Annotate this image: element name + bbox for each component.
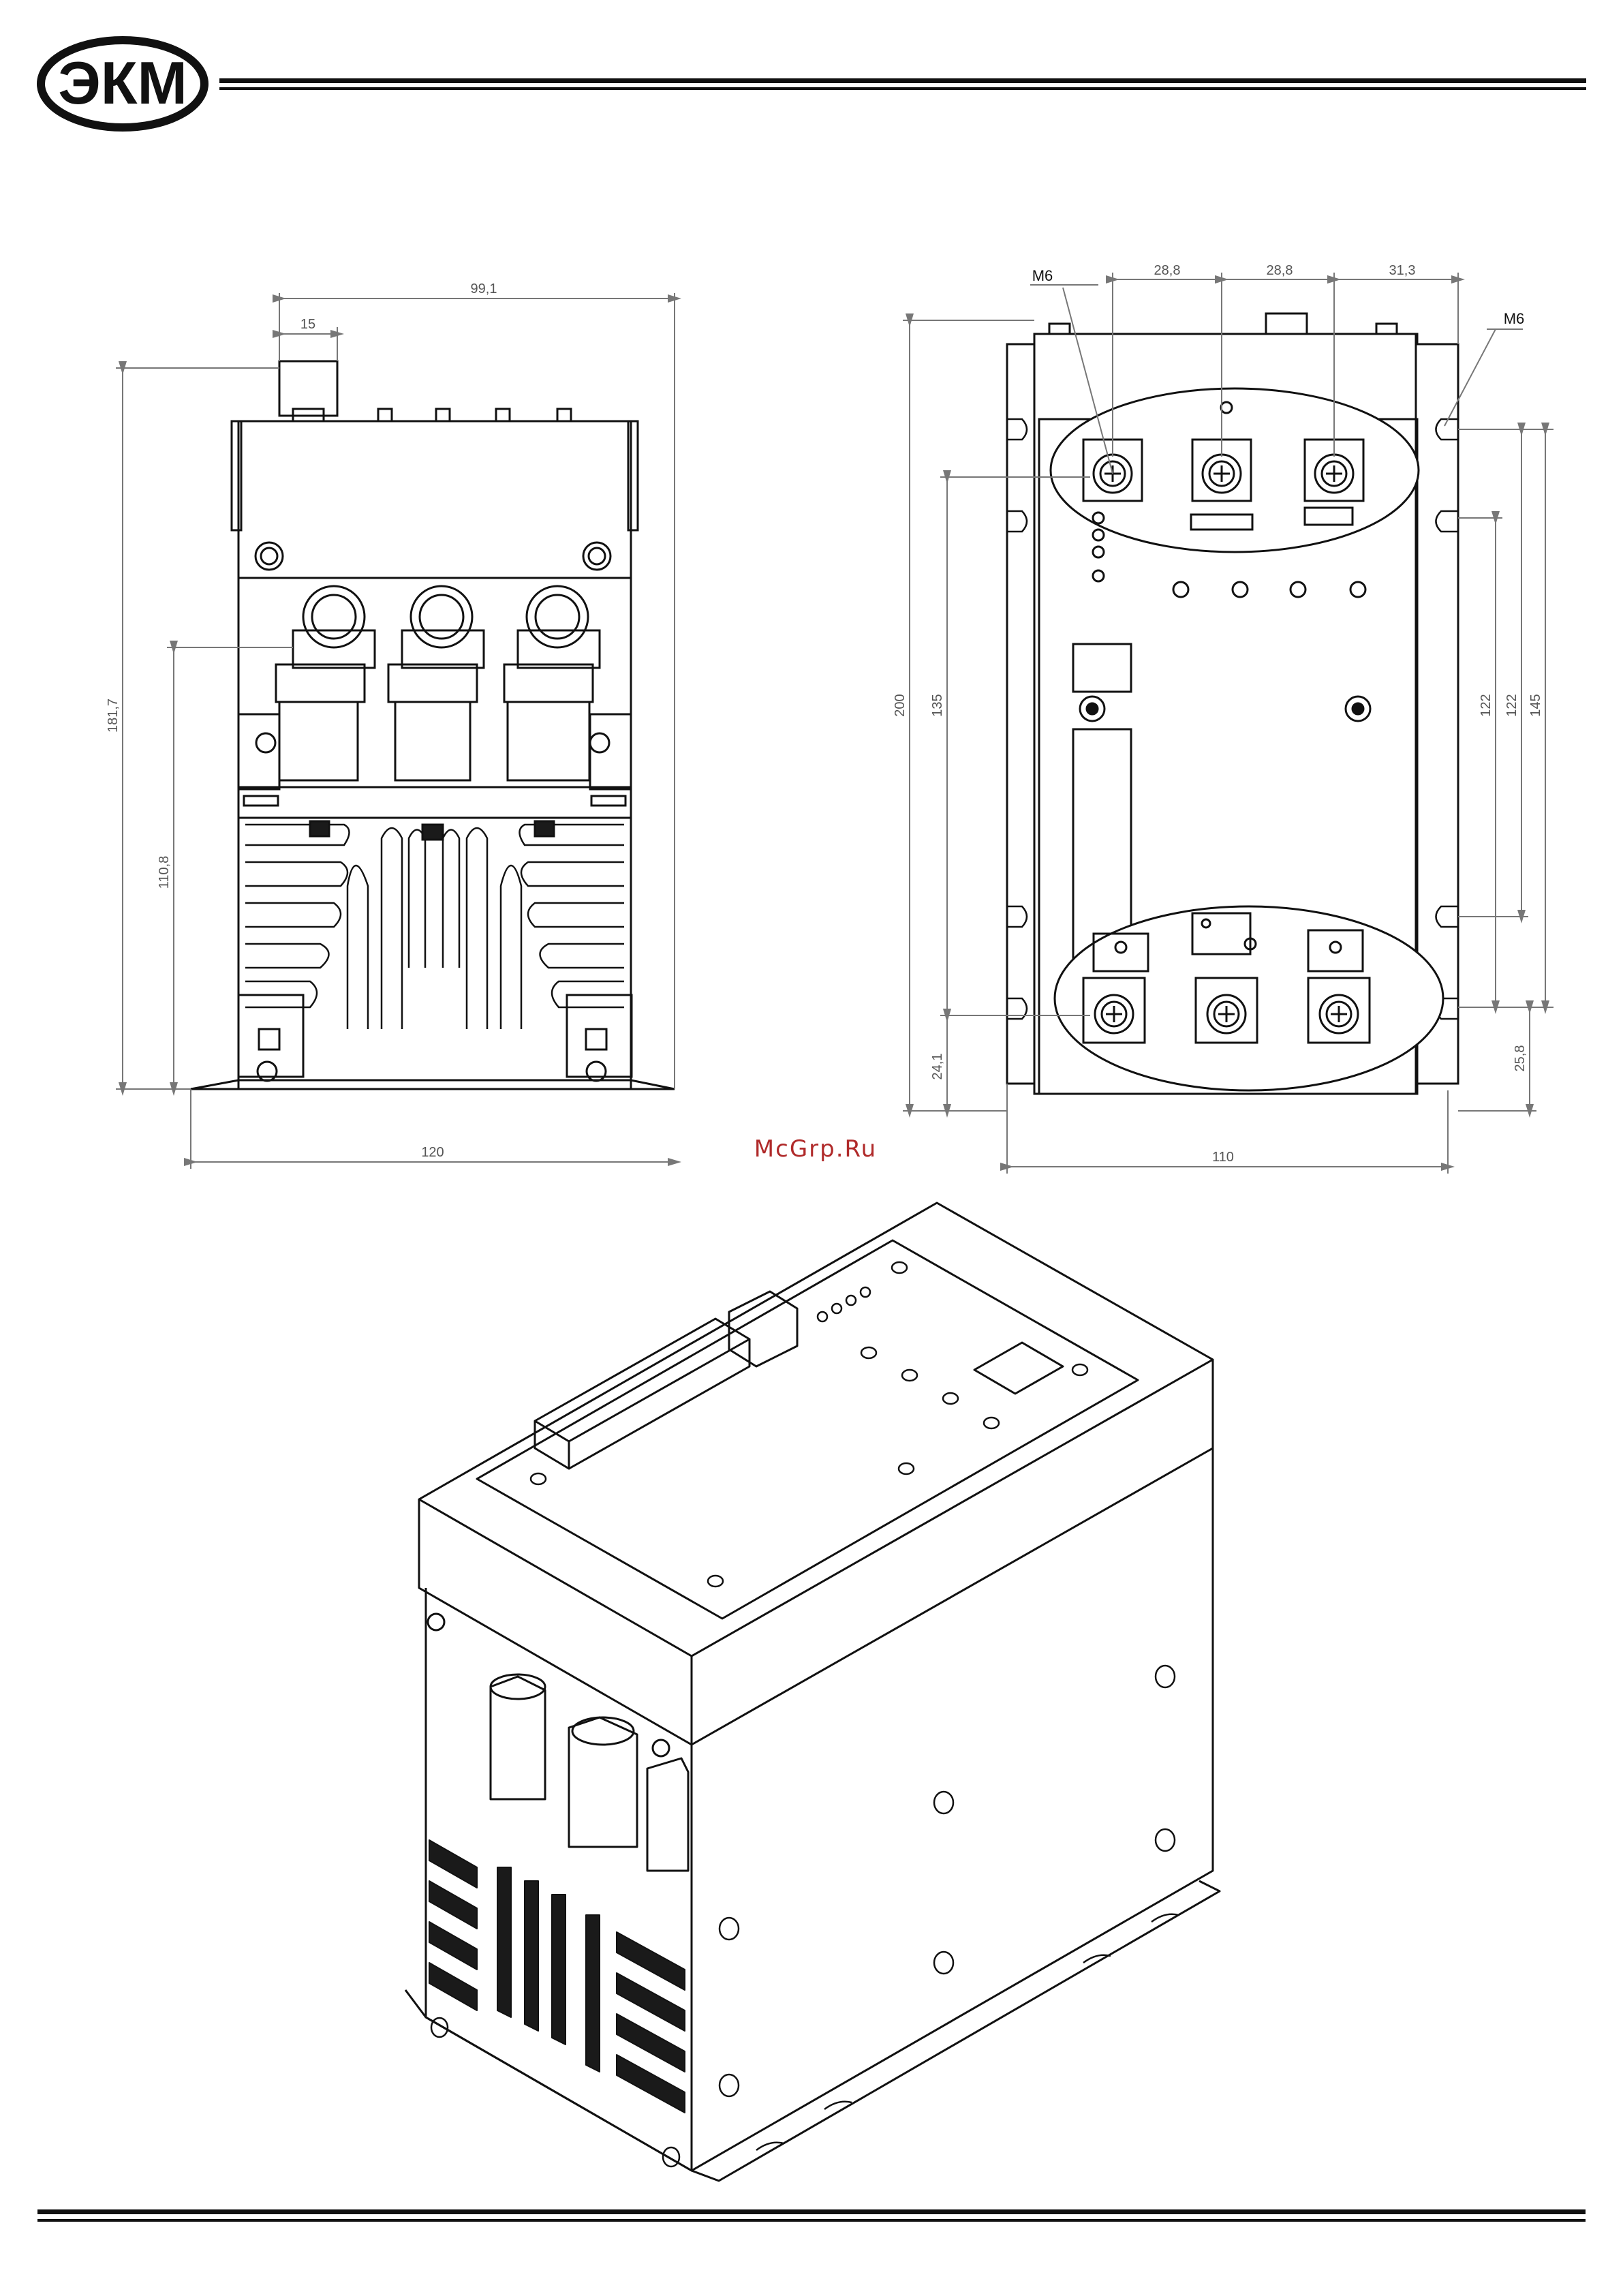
header: ЭКМ (41, 40, 1586, 127)
logo-text: ЭКМ (58, 49, 187, 117)
header-rule (219, 78, 1586, 90)
front-view-dimension-labels: 99,1 15 181,7 110,8 120 (106, 281, 497, 1160)
dim-slot-span-3: 145 (1528, 694, 1543, 716)
thread-label-right: M6 (1504, 310, 1525, 327)
dim-pitch-1: 28,8 (1154, 263, 1181, 278)
dim-pitch-2: 28,8 (1267, 263, 1293, 278)
dim-slot-bottom-offset: 25,8 (1513, 1045, 1528, 1072)
dim-height: 181,7 (106, 699, 121, 733)
front-view (191, 361, 675, 1089)
dim-mount-height: 110,8 (157, 856, 172, 889)
watermark: McGrp.Ru (754, 1135, 877, 1163)
dim-overall-width-top: 110 (1212, 1150, 1234, 1165)
dim-overall-width: 99,1 (471, 281, 497, 296)
dim-edge-offset: 31,3 (1389, 263, 1416, 278)
thread-label-left: M6 (1032, 267, 1053, 284)
ekm-logo: ЭКМ (41, 40, 204, 127)
dim-bottom-offset: 24,1 (930, 1054, 945, 1080)
footer-rule (37, 2209, 1586, 2222)
dim-terminal-span: 135 (930, 694, 945, 716)
dim-base-width: 120 (421, 1145, 444, 1160)
dim-slot-span-2: 122 (1504, 694, 1519, 716)
dim-overall-height: 200 (893, 694, 908, 716)
isometric-view (405, 1203, 1220, 2181)
dim-slot-span-1: 122 (1479, 694, 1494, 716)
dim-terminal-offset: 15 (300, 317, 315, 332)
top-view (1007, 313, 1458, 1094)
